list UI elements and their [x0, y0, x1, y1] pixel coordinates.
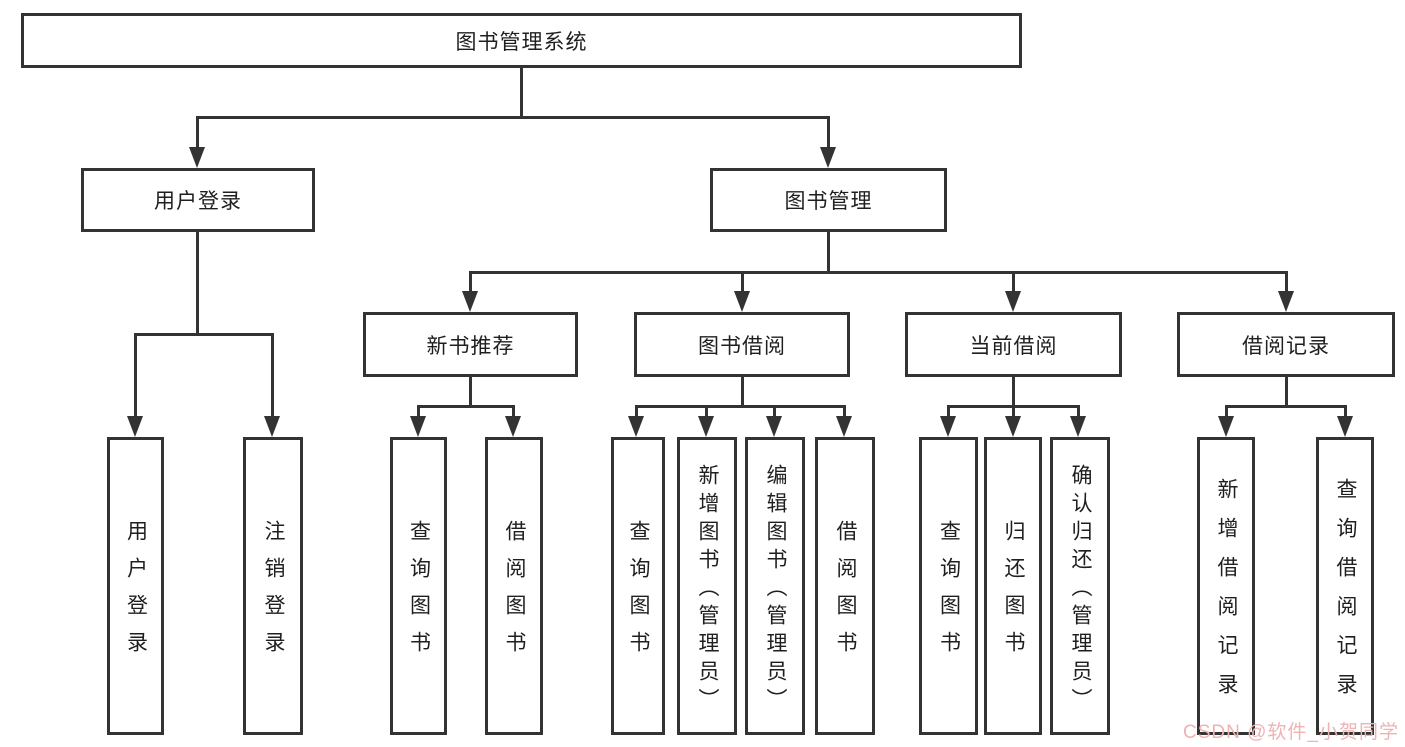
leaf-current-return: 归还图书 [984, 437, 1042, 735]
connector-line [196, 116, 830, 119]
arrow-down-icon [836, 416, 852, 437]
connector-line [1077, 405, 1080, 417]
node-user-login: 用户登录 [81, 168, 315, 232]
leaf-borrow-edit-admin-label: 编辑图书（管理员） [764, 463, 787, 716]
connector-line [1012, 377, 1015, 408]
leaf-current-query: 查询图书 [919, 437, 978, 735]
arrow-down-icon [1070, 416, 1086, 437]
leaf-newbook-query: 查询图书 [390, 437, 447, 735]
leaf-current-confirm-admin: 确认归还（管理员） [1050, 437, 1110, 735]
leaf-borrow-book: 借阅图书 [815, 437, 875, 735]
leaf-logout-label: 注销登录 [262, 520, 285, 668]
arrow-down-icon [127, 416, 143, 437]
arrow-down-icon [189, 147, 205, 168]
connector-line [1225, 405, 1346, 408]
connector-line [134, 333, 274, 336]
connector-line [520, 68, 523, 118]
leaf-user-login: 用户登录 [107, 437, 164, 735]
node-user-login-label: 用户登录 [154, 190, 242, 213]
connector-line [196, 116, 199, 148]
arrow-down-icon [462, 291, 478, 312]
connector-line [843, 405, 846, 417]
leaf-borrow-edit-admin: 编辑图书（管理员） [745, 437, 805, 735]
leaf-record-query-label: 查询借阅记录 [1334, 478, 1357, 712]
arrow-down-icon [698, 416, 714, 437]
connector-line [741, 271, 744, 293]
connector-line [469, 271, 472, 293]
connector-line [417, 405, 515, 408]
leaf-newbook-borrow-label: 借阅图书 [503, 520, 526, 668]
arrow-down-icon [410, 416, 426, 437]
connector-line [417, 405, 420, 417]
node-book-mgmt-label: 图书管理 [784, 190, 873, 213]
connector-line [827, 232, 830, 274]
connector-line [271, 333, 274, 417]
leaf-newbook-query-label: 查询图书 [407, 520, 431, 668]
node-book-mgmt: 图书管理 [710, 168, 947, 232]
connector-line [134, 333, 137, 417]
connector-line [1012, 405, 1015, 417]
node-borrow-record-label: 借阅记录 [1242, 334, 1330, 358]
arrow-down-icon [1005, 291, 1021, 312]
arrow-down-icon [1278, 291, 1294, 312]
connector-line [705, 405, 708, 417]
connector-line [196, 232, 199, 336]
node-current-borrow: 当前借阅 [905, 312, 1122, 377]
arrow-down-icon [628, 416, 644, 437]
leaf-borrow-query-label: 查询图书 [627, 520, 650, 668]
node-root: 图书管理系统 [21, 13, 1022, 68]
connector-line [773, 405, 776, 417]
leaf-record-query: 查询借阅记录 [1316, 437, 1374, 735]
arrow-down-icon [1005, 416, 1021, 437]
connector-line [1285, 377, 1288, 408]
arrow-down-icon [505, 416, 521, 437]
arrow-down-icon [820, 147, 836, 168]
node-new-book-recommend-label: 新书推荐 [426, 334, 515, 358]
connector-line [1225, 405, 1228, 417]
node-book-borrow: 图书借阅 [634, 312, 850, 377]
connector-line [469, 377, 472, 408]
leaf-user-login-label: 用户登录 [124, 520, 148, 668]
connector-line [827, 116, 830, 148]
leaf-borrow-query: 查询图书 [611, 437, 665, 735]
arrow-down-icon [940, 416, 956, 437]
leaf-current-return-label: 归还图书 [1002, 520, 1025, 668]
node-current-borrow-label: 当前借阅 [969, 334, 1058, 358]
leaf-borrow-book-label: 借阅图书 [834, 520, 857, 668]
node-book-borrow-label: 图书借阅 [698, 334, 786, 358]
arrow-down-icon [734, 291, 750, 312]
connector-line [635, 405, 638, 417]
arrow-down-icon [766, 416, 782, 437]
leaf-current-query-label: 查询图书 [937, 520, 961, 668]
connector-line [1285, 271, 1288, 293]
leaf-newbook-borrow: 借阅图书 [485, 437, 543, 735]
leaf-record-add-label: 新增借阅记录 [1215, 478, 1238, 712]
arrow-down-icon [1337, 416, 1353, 437]
connector-line [1344, 405, 1347, 417]
arrow-down-icon [264, 416, 280, 437]
leaf-current-confirm-admin-label: 确认归还（管理员） [1069, 463, 1092, 716]
connector-line [741, 377, 744, 408]
leaf-borrow-add-admin: 新增图书（管理员） [677, 437, 737, 735]
leaf-record-add: 新增借阅记录 [1197, 437, 1255, 735]
connector-line [635, 405, 845, 408]
node-borrow-record: 借阅记录 [1177, 312, 1395, 377]
connector-line [512, 405, 515, 417]
csdn-watermark: CSDN @软件_小贺同学 [1183, 722, 1399, 743]
connector-line [469, 271, 1288, 274]
leaf-borrow-add-admin-label: 新增图书（管理员） [696, 463, 719, 716]
leaf-logout: 注销登录 [243, 437, 303, 735]
arrow-down-icon [1218, 416, 1234, 437]
connector-line [1012, 271, 1015, 293]
node-new-book-recommend: 新书推荐 [363, 312, 578, 377]
connector-line [947, 405, 950, 417]
node-root-label: 图书管理系统 [455, 30, 588, 54]
